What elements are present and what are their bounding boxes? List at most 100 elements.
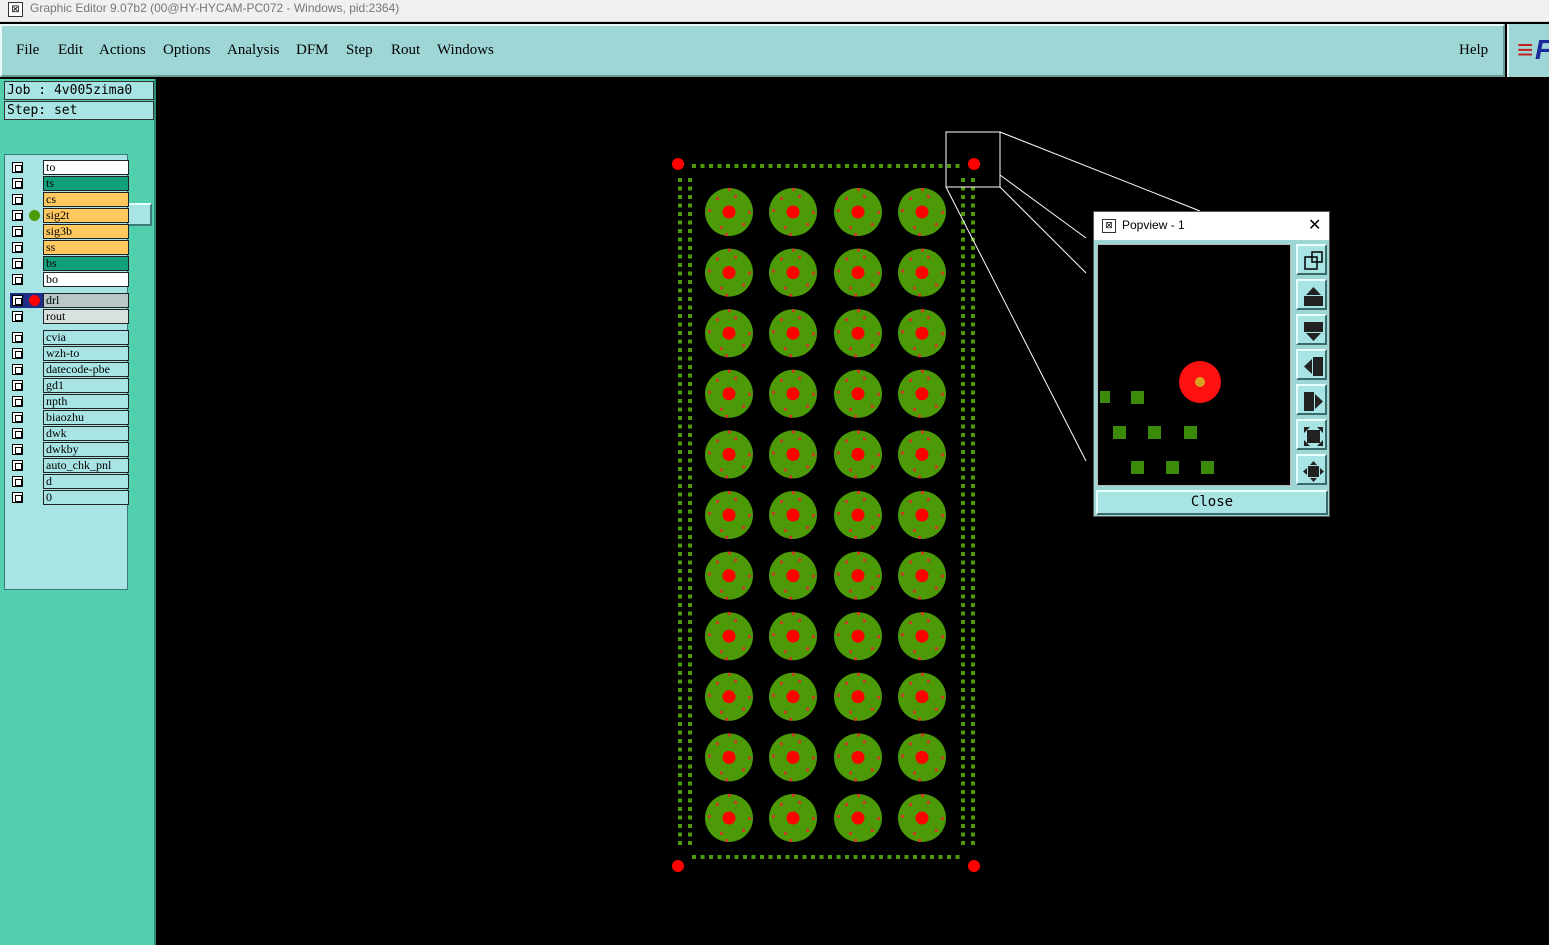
layer-checkbox[interactable]: [12, 460, 23, 471]
pad-detail: [734, 740, 737, 744]
layer-name[interactable]: drl: [43, 293, 129, 308]
layer-checkbox[interactable]: [12, 295, 23, 306]
popview-titlebar[interactable]: ⊠ Popview - 1 ✕: [1094, 212, 1329, 240]
menu-help[interactable]: Help: [1459, 42, 1489, 58]
menu-options[interactable]: Options: [163, 42, 211, 58]
pad-detail: [772, 209, 775, 212]
layer-name[interactable]: rout: [43, 309, 129, 324]
layer-checkbox[interactable]: [12, 162, 23, 173]
layer-checkbox[interactable]: [12, 178, 23, 189]
menu-rout[interactable]: Rout: [391, 42, 421, 58]
layer-name[interactable]: auto_chk_pnl: [43, 458, 129, 473]
layer-name[interactable]: bs: [43, 256, 129, 271]
layer-checkbox[interactable]: [12, 476, 23, 487]
layer-name[interactable]: ss: [43, 240, 129, 255]
layer-name[interactable]: sig3b: [43, 224, 129, 239]
layer-row-d[interactable]: d: [10, 474, 129, 489]
popview-close-icon[interactable]: ✕: [1308, 215, 1322, 234]
pad-detail: [921, 188, 924, 191]
layer-checkbox[interactable]: [12, 242, 23, 253]
layer-checkbox[interactable]: [12, 396, 23, 407]
layer-row-biaozhu[interactable]: biaozhu: [10, 410, 129, 425]
layer-checkbox[interactable]: [12, 258, 23, 269]
layer-name[interactable]: gd1: [43, 378, 129, 393]
layer-row-bs[interactable]: bs: [10, 256, 129, 271]
layer-name[interactable]: ts: [43, 176, 129, 191]
layer-checkbox[interactable]: [12, 492, 23, 503]
popview-pan-right-button[interactable]: [1296, 384, 1327, 415]
layer-row-0[interactable]: 0: [10, 490, 129, 505]
popview-zoom-fit-button[interactable]: [1296, 419, 1327, 450]
layer-checkbox[interactable]: [12, 428, 23, 439]
layer-row-cvia[interactable]: cvia: [10, 330, 129, 345]
layer-name[interactable]: sig2t: [43, 208, 129, 223]
layer-checkbox[interactable]: [12, 348, 23, 359]
border-dot: [678, 356, 682, 361]
layer-name[interactable]: wzh-to: [43, 346, 129, 361]
layer-checkbox[interactable]: [12, 444, 23, 455]
zoomed-pad: [1131, 461, 1144, 474]
border-dot: [700, 164, 705, 168]
layer-name[interactable]: 0: [43, 490, 129, 505]
pad-detail: [941, 635, 944, 639]
layer-row-drl[interactable]: drl: [10, 293, 129, 308]
layer-row-datecode-pbe[interactable]: datecode-pbe: [10, 362, 129, 377]
board-view[interactable]: [158, 79, 1549, 945]
layer-row-ss[interactable]: ss: [10, 240, 129, 255]
layer-name[interactable]: dwk: [43, 426, 129, 441]
border-dot: [904, 164, 909, 168]
popview-canvas[interactable]: [1097, 244, 1291, 486]
layer-name[interactable]: to: [43, 160, 129, 175]
menu-analysis[interactable]: Analysis: [227, 42, 280, 58]
layer-row-to[interactable]: to: [10, 160, 129, 175]
layer-row-sig3b[interactable]: sig3b: [10, 224, 129, 239]
layer-name[interactable]: datecode-pbe: [43, 362, 129, 377]
popview-pan-left-button[interactable]: [1296, 349, 1327, 380]
menu-file[interactable]: File: [16, 42, 40, 58]
popview-zoom-out-button[interactable]: [1296, 454, 1327, 485]
layer-row-rout[interactable]: rout: [10, 309, 129, 324]
border-dot: [971, 518, 975, 522]
layer-row-dwk[interactable]: dwk: [10, 426, 129, 441]
popview-zoom-window-button[interactable]: [1296, 244, 1327, 275]
layer-name[interactable]: bo: [43, 272, 129, 287]
layer-name[interactable]: cvia: [43, 330, 129, 345]
layer-name[interactable]: biaozhu: [43, 410, 129, 425]
layer-name[interactable]: d: [43, 474, 129, 489]
layer-row-wzh-to[interactable]: wzh-to: [10, 346, 129, 361]
graphic-canvas[interactable]: [158, 79, 1549, 945]
layer-checkbox[interactable]: [12, 210, 23, 221]
popview-pan-down-button[interactable]: [1296, 314, 1327, 345]
menu-step[interactable]: Step: [346, 42, 373, 58]
popview-close-button[interactable]: Close: [1096, 490, 1328, 515]
menu-actions[interactable]: Actions: [99, 42, 146, 58]
layer-row-bo[interactable]: bo: [10, 272, 129, 287]
layer-checkbox[interactable]: [12, 194, 23, 205]
layer-checkbox[interactable]: [12, 412, 23, 423]
border-dot: [971, 713, 975, 718]
layer-checkbox[interactable]: [12, 364, 23, 375]
layer-name[interactable]: dwkby: [43, 442, 129, 457]
layer-row-gd1[interactable]: gd1: [10, 378, 129, 393]
layer-row-dwkby[interactable]: dwkby: [10, 442, 129, 457]
popview-pan-up-button[interactable]: [1296, 279, 1327, 310]
menu-dfm[interactable]: DFM: [296, 42, 329, 58]
popview-window[interactable]: ⊠ Popview - 1 ✕ Close: [1093, 211, 1330, 517]
layer-checkbox[interactable]: [12, 380, 23, 391]
menu-windows[interactable]: Windows: [437, 42, 494, 58]
layer-checkbox[interactable]: [12, 332, 23, 343]
border-dot: [896, 855, 900, 859]
layer-checkbox[interactable]: [12, 274, 23, 285]
menu-edit[interactable]: Edit: [58, 42, 83, 58]
layer-row-sig2t[interactable]: sig2t: [10, 208, 129, 223]
layer-checkbox[interactable]: [12, 226, 23, 237]
border-dot: [961, 773, 965, 777]
layer-row-npth[interactable]: npth: [10, 394, 129, 409]
layer-checkbox[interactable]: [12, 311, 23, 322]
layer-row-auto_chk_pnl[interactable]: auto_chk_pnl: [10, 458, 129, 473]
layer-row-ts[interactable]: ts: [10, 176, 129, 191]
layer-row-cs[interactable]: cs: [10, 192, 129, 207]
pad-detail: [863, 740, 866, 744]
layer-name[interactable]: npth: [43, 394, 129, 409]
layer-name[interactable]: cs: [43, 192, 129, 207]
